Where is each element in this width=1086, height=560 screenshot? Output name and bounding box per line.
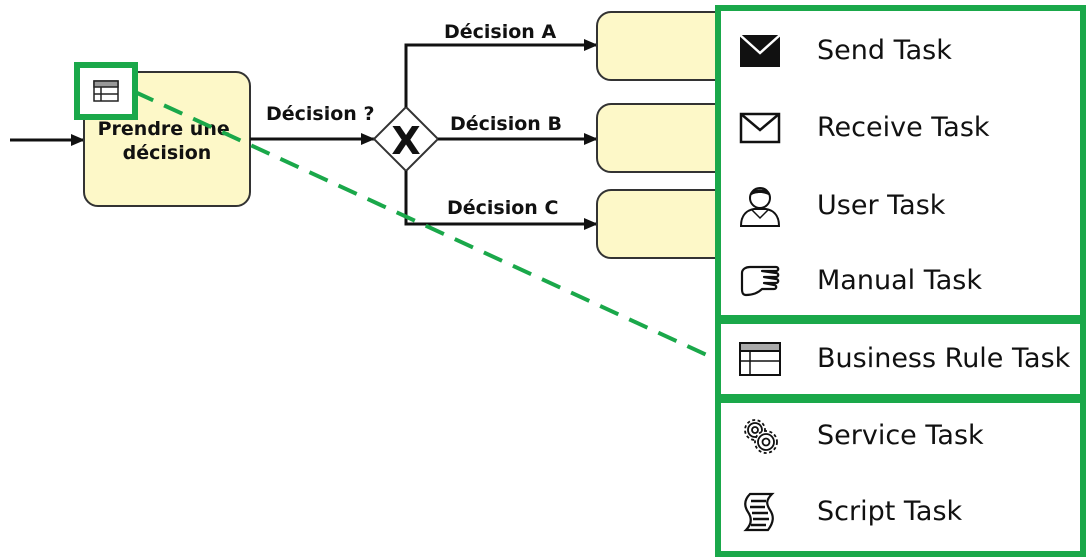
menu-frame-top xyxy=(715,5,1086,321)
menu-item-receive-task[interactable]: Receive Task xyxy=(722,93,1084,163)
menu-item-label: Business Rule Task xyxy=(817,343,1071,374)
hand-icon xyxy=(740,265,780,297)
menu-item-label: Manual Task xyxy=(817,265,982,296)
script-icon xyxy=(743,492,775,532)
branch-c-flow[interactable] xyxy=(404,171,598,230)
menu-item-script-task[interactable]: Script Task xyxy=(722,477,1084,547)
task-label-line2: décision xyxy=(123,142,212,164)
menu-item-label: Send Task xyxy=(817,35,952,66)
receive-envelope-icon xyxy=(739,112,781,144)
menu-item-label: Service Task xyxy=(817,420,984,451)
menu-frame-highlighted-item xyxy=(715,318,1086,400)
menu-item-label: Receive Task xyxy=(817,112,990,143)
gateway-x-symbol: X xyxy=(391,119,420,163)
menu-item-user-task[interactable]: User Task xyxy=(722,171,1084,241)
menu-item-label: User Task xyxy=(817,190,946,221)
menu-item-manual-task[interactable]: Manual Task xyxy=(722,246,1084,316)
menu-item-service-task[interactable]: Service Task xyxy=(722,401,1084,471)
branch-b-label: Décision B xyxy=(450,113,562,135)
menu-frame-bottom xyxy=(715,397,1086,557)
task-label-line1: Prendre une xyxy=(98,118,230,140)
business-rule-marker-icon xyxy=(93,80,119,102)
branch-a-label: Décision A xyxy=(444,21,556,43)
menu-item-send-task[interactable]: Send Task xyxy=(722,16,1084,86)
send-envelope-icon xyxy=(739,34,781,67)
svg-text:Prendre une décision: Prendre une décision xyxy=(98,118,237,164)
business-rule-marker-highlight xyxy=(74,62,138,120)
user-icon xyxy=(739,187,781,227)
business-rule-table-icon xyxy=(739,342,781,376)
menu-item-label: Script Task xyxy=(817,496,963,527)
branch-c-label: Décision C xyxy=(447,197,558,219)
highlight-connector xyxy=(134,90,723,364)
gateway-question-label: Décision ? xyxy=(266,103,374,125)
menu-item-business-rule-task[interactable]: Business Rule Task xyxy=(722,324,1084,394)
gears-icon xyxy=(744,419,778,454)
branch-a-flow[interactable] xyxy=(404,39,598,107)
